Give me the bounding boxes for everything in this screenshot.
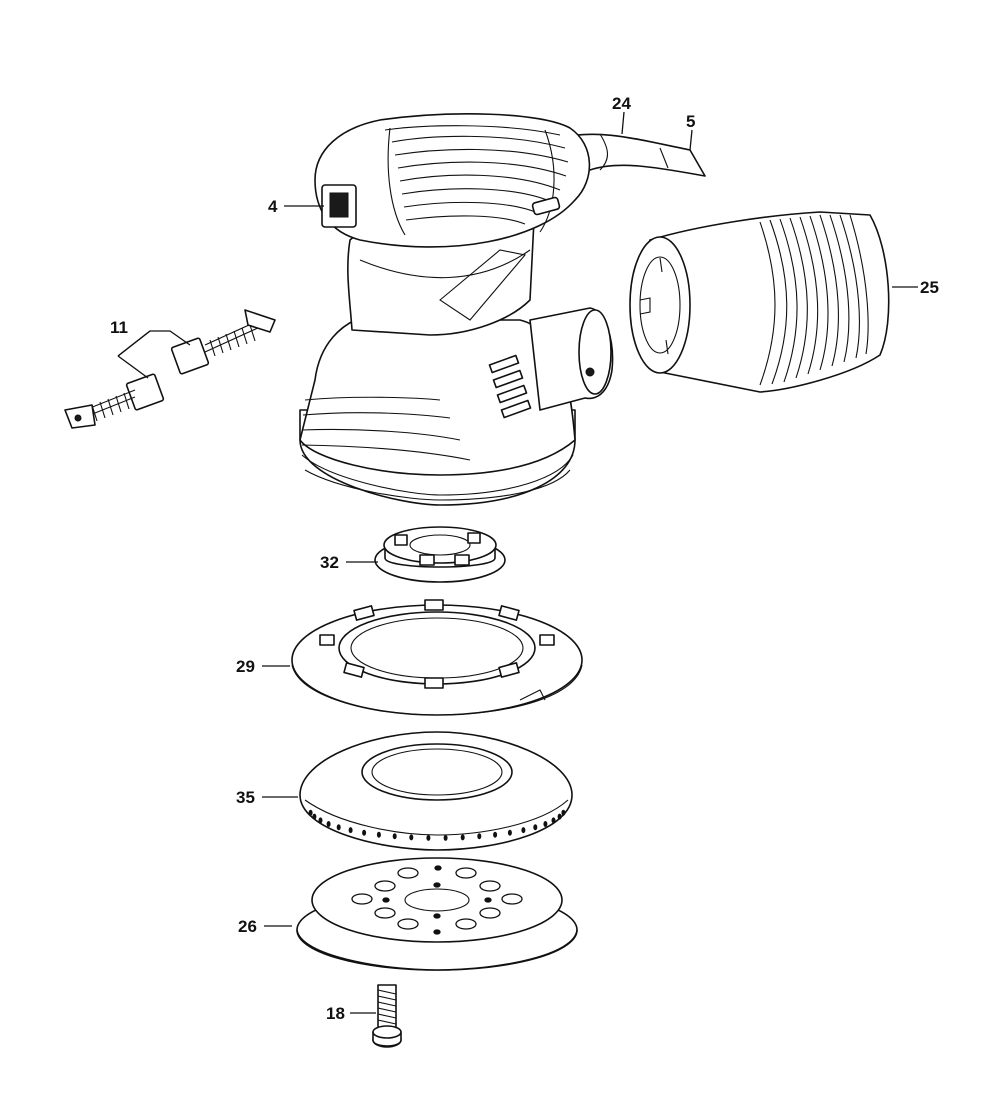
pad-hole — [374, 907, 396, 919]
ring-hole — [460, 834, 465, 841]
pad-hole — [397, 867, 419, 879]
ring-hole — [376, 831, 381, 838]
sander-housing-part — [299, 113, 614, 506]
ring-hole — [493, 831, 498, 838]
pad-hole — [479, 880, 501, 892]
callout-29: 29 — [236, 657, 290, 676]
ring-hole — [426, 834, 431, 841]
pad-hole — [382, 897, 390, 903]
ring-hole — [477, 833, 482, 840]
callout-label-25: 25 — [920, 278, 939, 297]
callout-label-35: 35 — [236, 788, 255, 807]
pad-hole — [455, 867, 477, 879]
ring-hole — [409, 834, 414, 841]
ring-hole — [443, 834, 448, 841]
callout-4: 4 — [268, 197, 324, 216]
pad-hole — [351, 893, 373, 905]
callout-5: 5 — [686, 112, 695, 151]
ring-hole — [557, 813, 562, 820]
sanding-pad-holes — [351, 865, 523, 935]
ring-hole — [308, 809, 313, 816]
ring-hole — [392, 833, 397, 840]
callout-label-29: 29 — [236, 657, 255, 676]
callout-25: 25 — [892, 278, 939, 297]
pad-hole — [433, 913, 441, 919]
ring-hole — [521, 827, 526, 834]
ring-hole — [318, 817, 323, 824]
ring-hole — [507, 829, 512, 836]
spring-ring-part — [291, 599, 583, 716]
pad-hole — [433, 929, 441, 935]
callout-label-4: 4 — [268, 197, 278, 216]
screw-part — [372, 984, 402, 1048]
ring-hole — [561, 809, 566, 816]
pad-hole — [501, 893, 523, 905]
callout-35: 35 — [236, 788, 298, 807]
power-cord-part — [559, 133, 706, 177]
pad-hole — [433, 882, 441, 888]
ring-hole — [312, 813, 317, 820]
callout-24: 24 — [612, 94, 631, 135]
ring-hole — [362, 829, 367, 836]
carbon-brush-part — [64, 309, 276, 429]
callout-label-11: 11 — [110, 318, 128, 337]
callout-label-26: 26 — [238, 917, 257, 936]
pad-hole — [397, 918, 419, 930]
ring-hole — [336, 824, 341, 831]
dust-canister-part — [629, 211, 890, 393]
ring-hole — [348, 827, 353, 834]
callout-26: 26 — [238, 917, 292, 936]
pad-hole — [479, 907, 501, 919]
callout-label-18: 18 — [326, 1004, 345, 1023]
protection-ring-holes — [308, 809, 566, 841]
ring-hole — [551, 817, 556, 824]
callout-32: 32 — [320, 553, 378, 572]
callout-label-24: 24 — [612, 94, 631, 113]
callout-label-5: 5 — [686, 112, 695, 131]
callout-18: 18 — [326, 1004, 376, 1023]
ring-hole — [533, 824, 538, 831]
pad-hole — [434, 865, 442, 871]
bearing-ring-part — [374, 526, 506, 583]
ring-hole — [326, 821, 331, 827]
callout-11: 11 — [110, 318, 191, 379]
protection-ring-part — [299, 731, 573, 851]
callout-label-32: 32 — [320, 553, 339, 572]
pad-hole — [484, 897, 492, 903]
ring-hole — [543, 821, 548, 827]
pad-hole — [374, 880, 396, 892]
pad-hole — [455, 918, 477, 930]
